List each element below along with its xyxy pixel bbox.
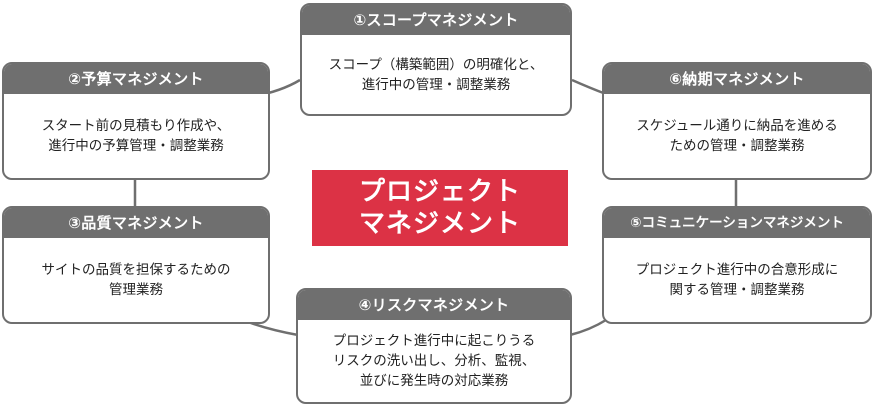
communication-card: ⑤コミュニケーションマネジメント プロジェクト進行中の合意形成に 関する管理・調… — [602, 206, 872, 324]
budget-card: ②予算マネジメント スタート前の見積もり作成や、 進行中の予算管理・調整業務 — [2, 62, 270, 180]
scope-card-body: スコープ（構築範囲）の明確化と、 進行中の管理・調整業務 — [302, 35, 570, 114]
delivery-card-description: スケジュール通りに納品を進める ための管理・調整業務 — [636, 118, 838, 154]
communication-card-description: プロジェクト進行中の合意形成に 関する管理・調整業務 — [635, 262, 839, 298]
quality-card-description: サイトの品質を担保するための 管理業務 — [41, 262, 231, 298]
delivery-card-body: スケジュール通りに納品を進める ための管理・調整業務 — [604, 94, 870, 178]
budget-card-body: スタート前の見積もり作成や、 進行中の予算管理・調整業務 — [4, 94, 268, 178]
budget-card-description: スタート前の見積もり作成や、 進行中の予算管理・調整業務 — [41, 118, 231, 154]
center-title-box: プロジェクト マネジメント — [312, 170, 568, 246]
scope-card-title: ①スコープマネジメント — [302, 5, 570, 35]
quality-card-title: ③品質マネジメント — [4, 208, 268, 238]
delivery-card-title: ⑥納期マネジメント — [604, 64, 870, 94]
budget-card-title: ②予算マネジメント — [4, 64, 268, 94]
risk-card-title: ④リスクマネジメント — [298, 290, 570, 320]
center-title: プロジェクト マネジメント — [358, 177, 521, 239]
communication-card-body: プロジェクト進行中の合意形成に 関する管理・調整業務 — [604, 238, 870, 322]
communication-card-title: ⑤コミュニケーションマネジメント — [604, 208, 870, 238]
scope-card-description: スコープ（構築範囲）の明確化と、 進行中の管理・調整業務 — [328, 56, 544, 93]
risk-card-description: プロジェクト進行中に起こりうる リスクの洗い出し、分析、監視、 並びに発生時の対… — [332, 333, 536, 389]
ring-line — [133, 78, 738, 337]
delivery-card: ⑥納期マネジメント スケジュール通りに納品を進める ための管理・調整業務 — [602, 62, 872, 180]
risk-card-body: プロジェクト進行中に起こりうる リスクの洗い出し、分析、監視、 並びに発生時の対… — [298, 320, 570, 402]
quality-card-body: サイトの品質を担保するための 管理業務 — [4, 238, 268, 322]
quality-card: ③品質マネジメント サイトの品質を担保するための 管理業務 — [2, 206, 270, 324]
scope-card: ①スコープマネジメント スコープ（構築範囲）の明確化と、 進行中の管理・調整業務 — [300, 3, 572, 116]
risk-card: ④リスクマネジメント プロジェクト進行中に起こりうる リスクの洗い出し、分析、監… — [296, 288, 572, 404]
